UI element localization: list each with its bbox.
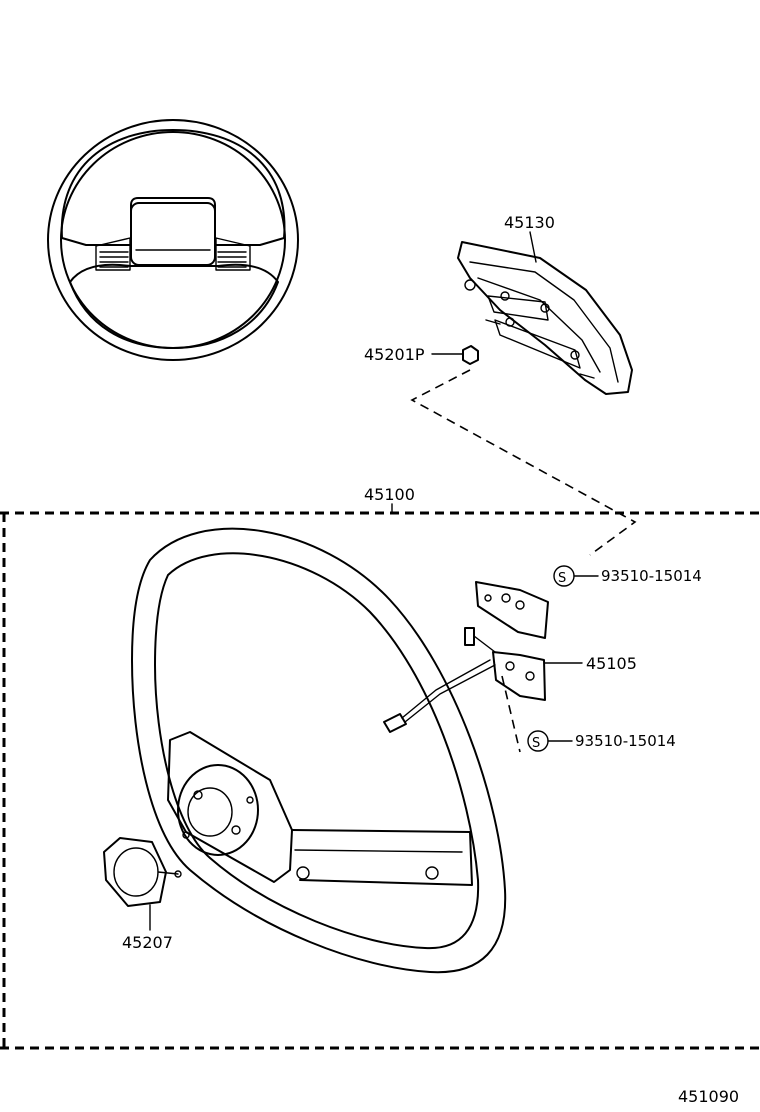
part-93510-lower-label: 93510-15014 — [575, 732, 676, 750]
wheel-assembly-frame — [0, 511, 760, 1050]
figure-number: 451090 — [678, 1087, 739, 1106]
screw-symbol-lower: S — [532, 736, 540, 751]
screw-upper-callout: S 93510-15014 — [553, 565, 702, 587]
left-grille — [99, 251, 129, 268]
horn-pad — [457, 241, 633, 395]
horn-bracket — [383, 581, 549, 733]
assembly-dash-line-screw — [501, 675, 521, 753]
right-grille — [217, 251, 247, 268]
steering-wheel-front-view — [47, 119, 299, 361]
part-45130-label: 45130 — [504, 213, 555, 232]
part-45207-label: 45207 — [122, 933, 173, 952]
steering-wheel-assembly — [131, 527, 507, 974]
nut-icon — [462, 345, 479, 365]
screw-symbol-upper: S — [558, 571, 566, 586]
cancel-cam — [103, 837, 182, 907]
part-45130-leader — [529, 231, 537, 263]
screw-lower-callout: S 93510-15014 — [527, 730, 676, 752]
assembly-dash-line-nut — [410, 369, 637, 556]
part-45105-label: 45105 — [586, 654, 637, 673]
part-45100-label: 45100 — [364, 485, 415, 504]
part-93510-upper-label: 93510-15014 — [601, 567, 702, 585]
part-45201p-label: 45201P — [364, 345, 425, 364]
